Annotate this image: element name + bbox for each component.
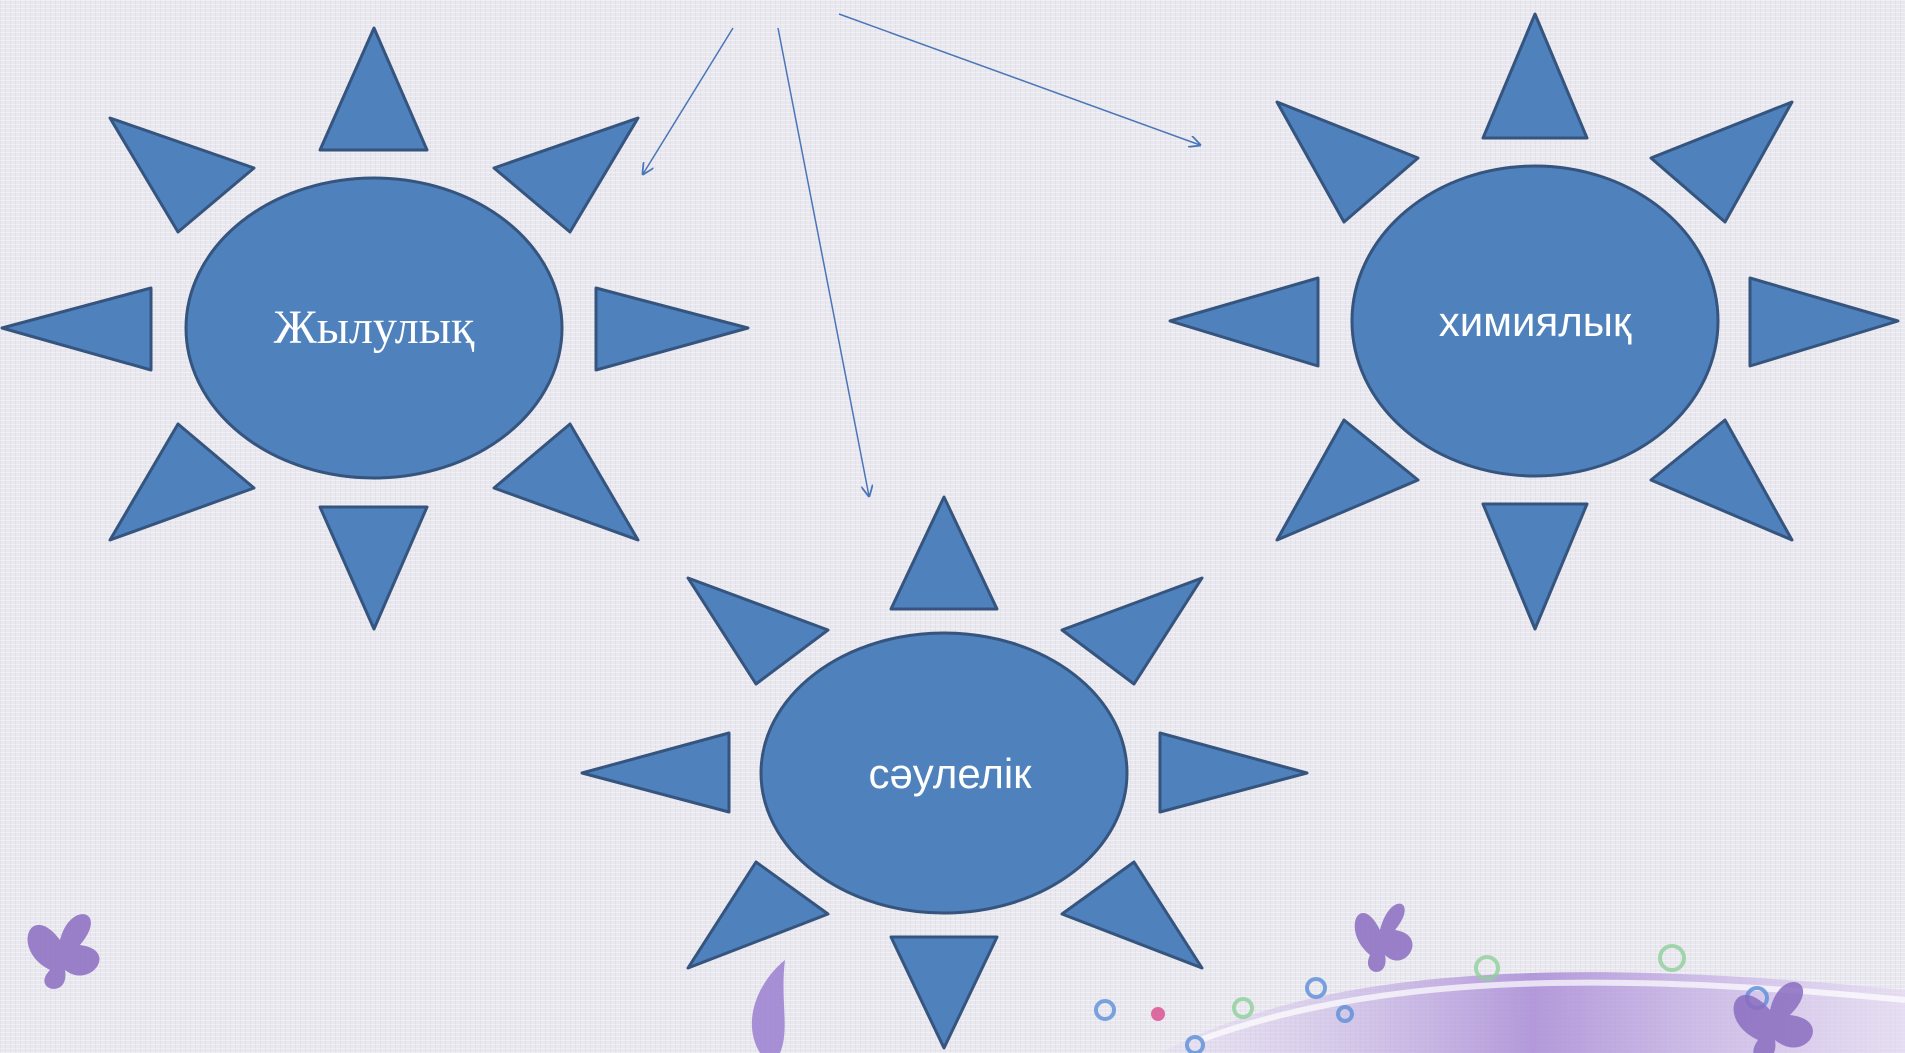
sun-ray — [1060, 576, 1204, 686]
sun-ray — [492, 422, 640, 542]
purple-swoosh — [1160, 972, 1905, 1053]
sun-ray — [1158, 731, 1309, 814]
bubble-dots — [1094, 944, 1769, 1053]
sun-ray — [1649, 418, 1794, 542]
sun-ray — [1275, 418, 1420, 542]
sun-ray — [108, 422, 256, 542]
sun-ray — [686, 576, 830, 686]
sun-ray — [1275, 100, 1420, 224]
sun-ray — [1748, 276, 1900, 368]
arrow-to-left-sun — [643, 27, 734, 174]
sun-body — [759, 631, 1129, 915]
sun-ray — [686, 860, 830, 970]
sun-shape-right: химиялық — [1168, 12, 1900, 631]
sun-label-left: Жылулық — [274, 301, 475, 354]
sun-ray — [318, 26, 429, 152]
bottom-decoration — [27, 903, 1905, 1053]
sun-ray — [1168, 276, 1320, 368]
sun-ray — [889, 935, 999, 1050]
butterfly-icon — [1354, 903, 1413, 972]
sun-ray — [492, 116, 640, 234]
sun-ray — [889, 495, 999, 611]
sun-ray — [318, 505, 429, 631]
sun-shape-bottom: сәулелік — [580, 495, 1309, 1050]
sun-label-right: химиялық — [1439, 298, 1632, 345]
sun-label-bottom: сәулелік — [868, 750, 1032, 797]
arrow-to-bottom-sun — [777, 27, 869, 496]
butterfly-icon — [1733, 982, 1813, 1053]
arrow-to-right-sun — [838, 13, 1200, 145]
arrows — [643, 13, 1200, 496]
sun-ray — [1060, 860, 1204, 970]
sun-ray — [1649, 100, 1794, 224]
sun-ray — [594, 286, 750, 372]
sun-ray — [1481, 502, 1589, 631]
sun-ray — [580, 731, 731, 814]
sun-body — [1350, 164, 1720, 478]
sun-shape-left: Жылулық — [0, 26, 750, 631]
sun-body — [184, 176, 564, 480]
flower-bud-icon — [751, 960, 785, 1053]
sun-ray — [108, 116, 256, 234]
butterfly-icon — [27, 914, 100, 989]
sun-ray — [1481, 12, 1589, 140]
sun-ray — [0, 286, 153, 372]
